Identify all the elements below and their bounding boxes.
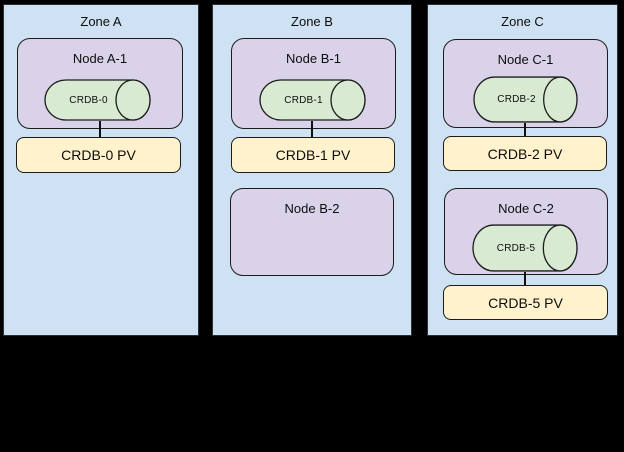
crdb-0-pv: CRDB-0 PV	[16, 137, 181, 173]
crdb-0-cylinder: CRDB-0	[44, 79, 151, 121]
node-b-2-label: Node B-2	[284, 201, 340, 216]
crdb-2-cylinder: CRDB-2	[473, 76, 578, 123]
crdb-2-pv-label: CRDB-2 PV	[487, 145, 563, 162]
zone-a-label: Zone A	[80, 14, 122, 29]
cylinder-shape-icon	[473, 76, 578, 123]
node-c-1-label: Node C-1	[497, 52, 554, 67]
crdb-1-cylinder: CRDB-1	[259, 79, 366, 121]
crdb-5-pv-label: CRDB-5 PV	[488, 294, 563, 311]
node-b-2: Node B-2	[230, 188, 394, 276]
connector-a	[99, 121, 101, 137]
zone-b-label: Zone B	[291, 14, 333, 29]
node-b-1-label: Node B-1	[286, 51, 341, 66]
crdb-1-cylinder-label: CRDB-1	[284, 94, 323, 106]
crdb-2-cylinder-label: CRDB-2	[497, 94, 536, 105]
connector-c2	[524, 272, 526, 285]
zone-c-container: Zone C Node C-1 CRDB-2 CRDB-2 PV Node C-…	[427, 4, 618, 336]
cylinder-shape-icon	[259, 79, 366, 121]
crdb-0-pv-label: CRDB-0 PV	[61, 147, 136, 163]
cylinder-shape-icon	[472, 224, 578, 272]
connector-b	[311, 121, 313, 137]
crdb-2-pv: CRDB-2 PV	[443, 136, 607, 171]
zone-c-label: Zone C	[501, 14, 544, 29]
crdb-1-pv-label: CRDB-1 PV	[275, 147, 351, 163]
crdb-5-cylinder: CRDB-5	[472, 224, 578, 272]
crdb-5-cylinder-label: CRDB-5	[496, 242, 536, 254]
node-c-2-label: Node C-2	[498, 201, 554, 216]
node-a-1-label: Node A-1	[72, 51, 128, 66]
crdb-5-pv: CRDB-5 PV	[443, 285, 608, 320]
crdb-1-pv: CRDB-1 PV	[231, 137, 395, 173]
zone-b-container: Zone B Node B-1 CRDB-1 CRDB-1 PV Node B-…	[212, 4, 412, 336]
crdb-0-cylinder-label: CRDB-0	[69, 94, 108, 106]
connector-c1	[524, 123, 526, 136]
zone-a-container: Zone A Node A-1 CRDB-0 CRDB-0 PV	[3, 4, 199, 336]
cylinder-shape-icon	[44, 79, 151, 121]
